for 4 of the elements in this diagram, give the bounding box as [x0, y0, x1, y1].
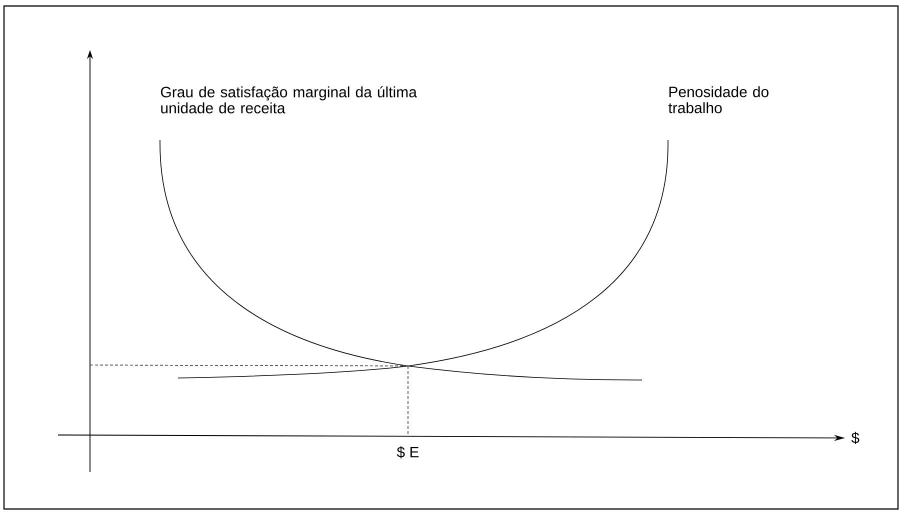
- axis-label: $: [851, 432, 860, 444]
- curve-label: Grau de satisfação marginal da última unidade de receita: [160, 86, 417, 114]
- equilibrium-label: $ E: [396, 446, 419, 458]
- curve-label: Penosidade do trabalho: [668, 86, 768, 114]
